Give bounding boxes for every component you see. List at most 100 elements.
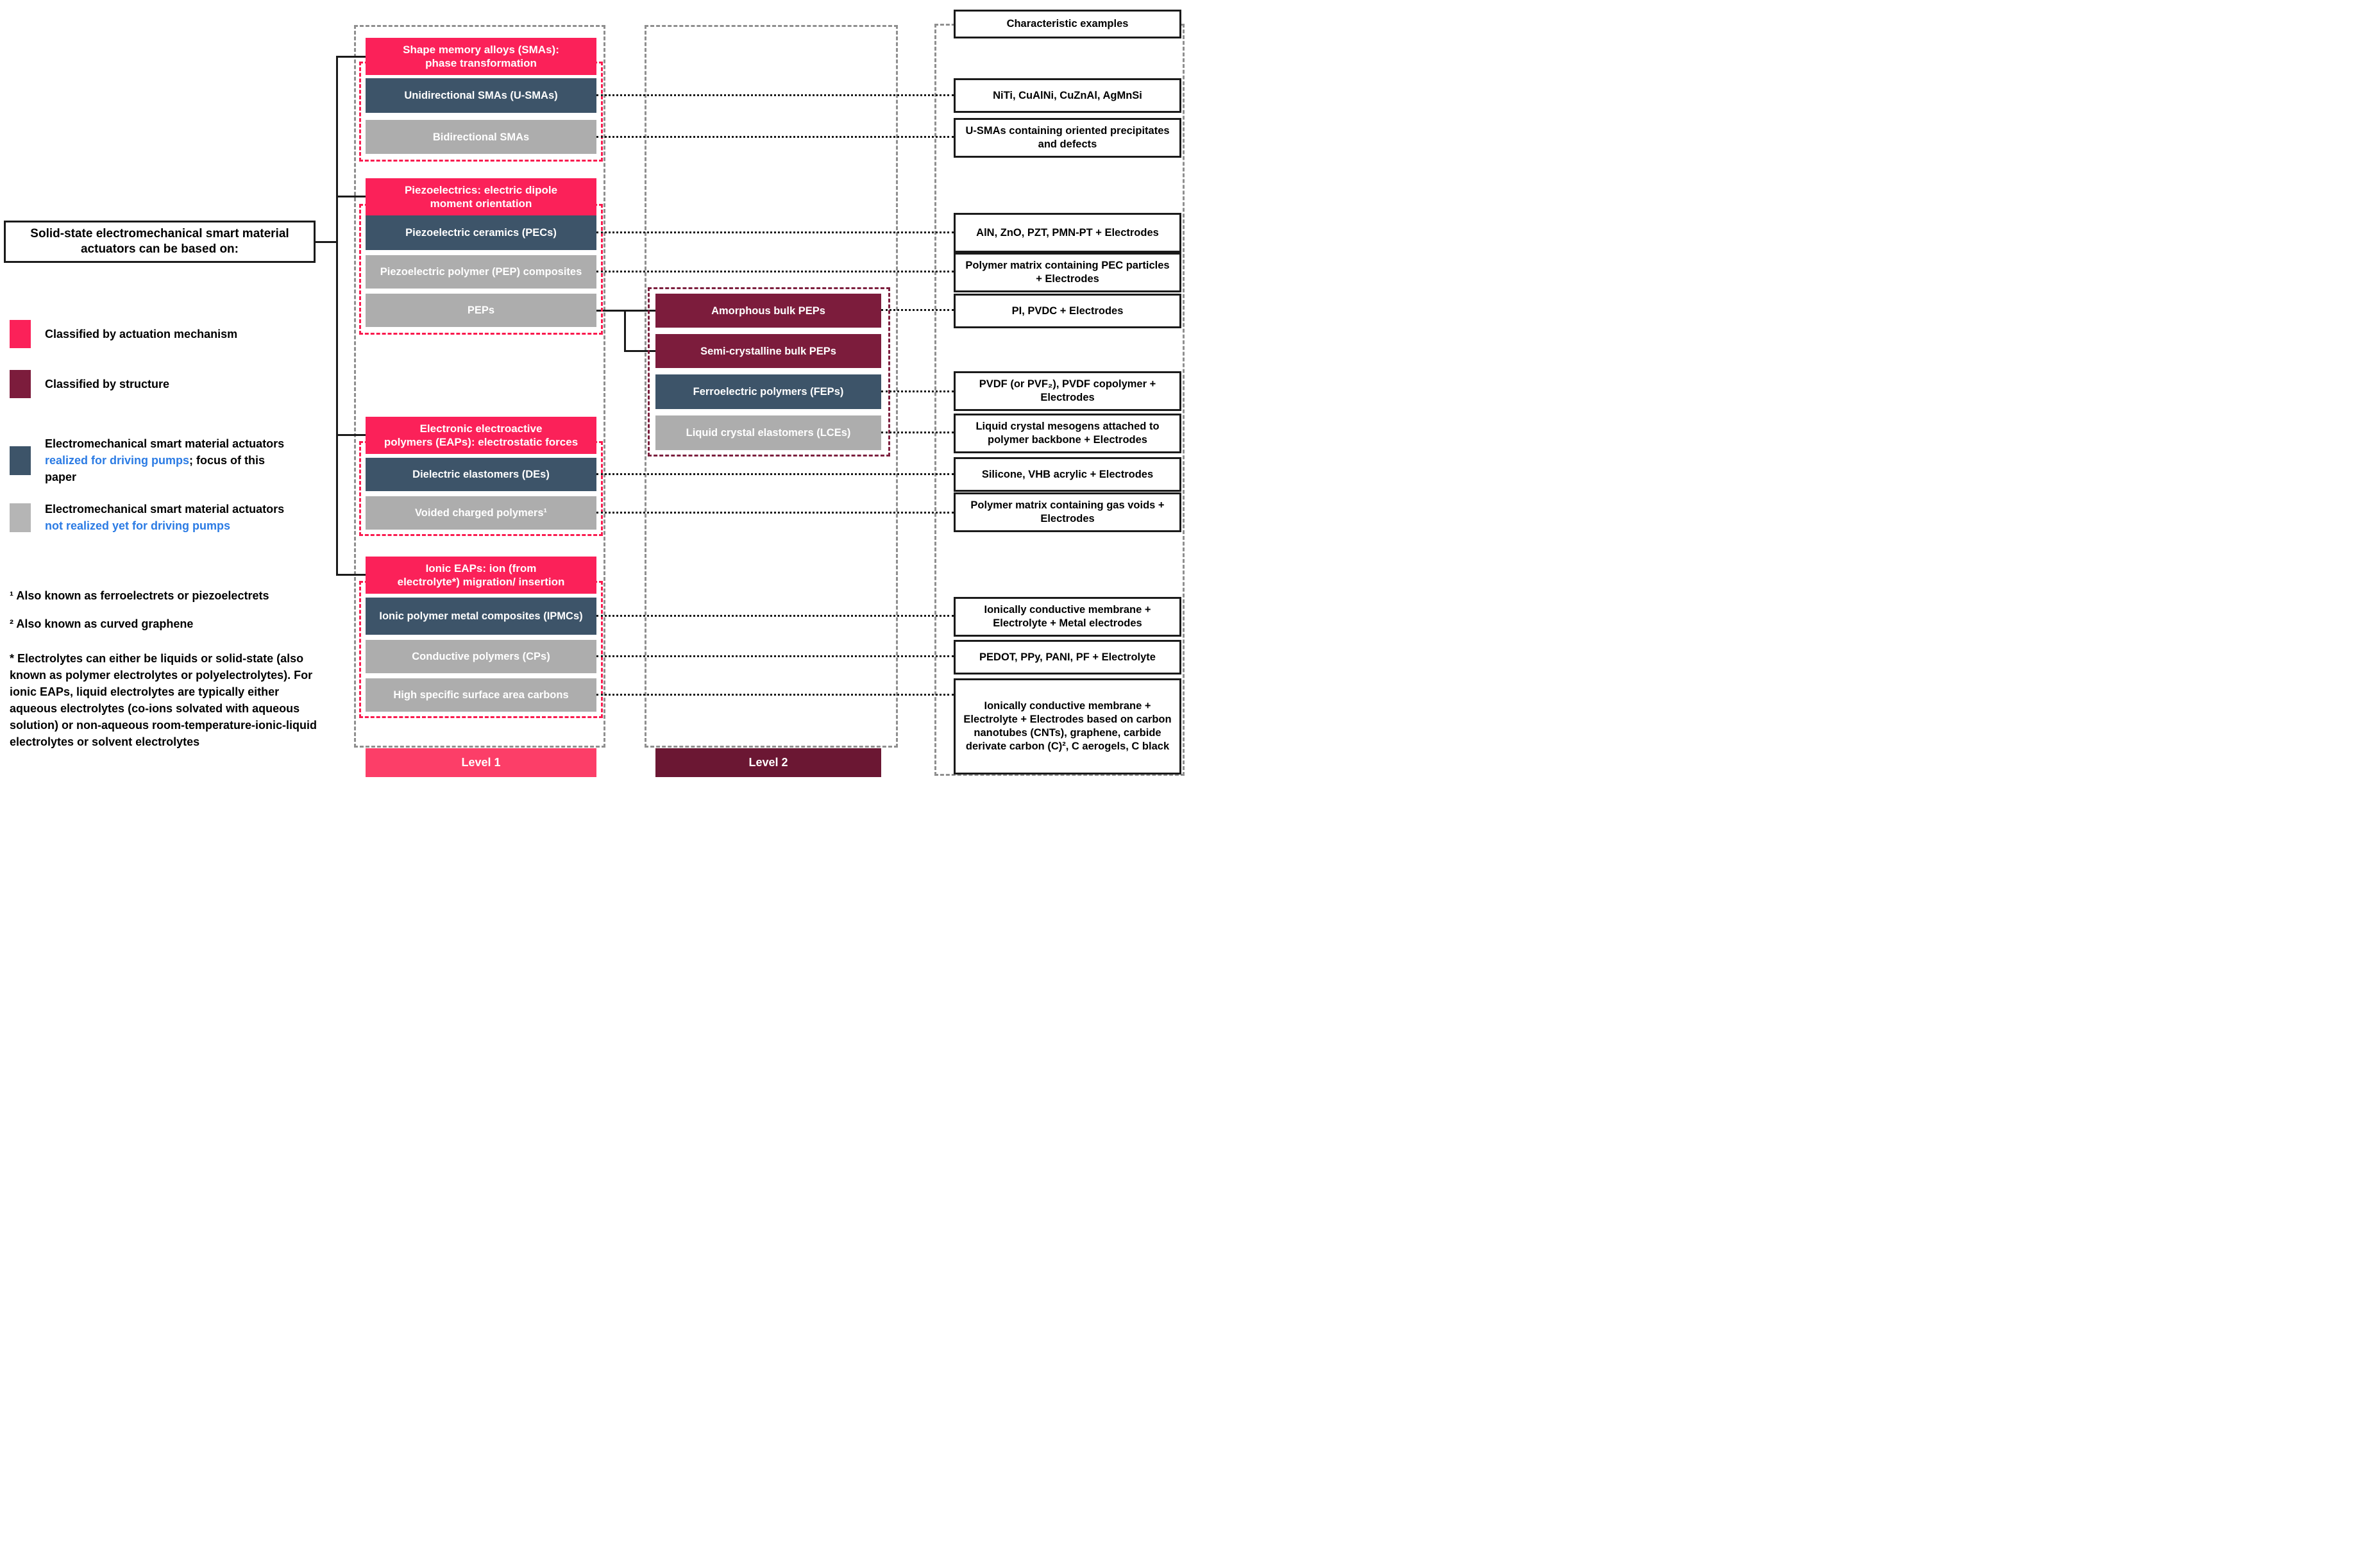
connector-branch-ionic — [338, 574, 366, 576]
node-pep-composites-text: Piezoelectric polymer (PEP) composites — [380, 266, 582, 278]
example-aln-zno-text: AlN, ZnO, PZT, PMN-PT + Electrodes — [976, 226, 1159, 239]
header-smas-text: Shape memory alloys (SMAs):phase transfo… — [403, 43, 559, 70]
legend-label-structure: Classified by structure — [45, 376, 346, 392]
node-unidirectional-smas: Unidirectional SMAs (U-SMAs) — [366, 78, 596, 113]
node-lces-text: Liquid crystal elastomers (LCEs) — [686, 427, 851, 439]
legend-swatch-realized — [10, 446, 31, 475]
node-liquid-crystal-elastomers: Liquid crystal elastomers (LCEs) — [655, 415, 881, 450]
header-electronic-line1: Electronic electroactive — [419, 423, 543, 435]
node-bidirectional-smas-text: Bidirectional SMAs — [432, 131, 530, 143]
connector-peps-horizontal — [596, 310, 655, 312]
header-piezo-line2: moment orientation — [430, 197, 532, 210]
legend-label-actuation-text: Classified by actuation mechanism — [45, 328, 238, 340]
example-membrane-metal: Ionically conductive membrane + Electrol… — [954, 597, 1181, 637]
example-pvdf: PVDF (or PVF₂), PVDF copolymer + Electro… — [954, 371, 1181, 411]
legend-label-actuation: Classified by actuation mechanism — [45, 326, 346, 342]
legend-not-realized-line2: not realized yet for driving pumps — [45, 519, 231, 532]
node-pep-composites: Piezoelectric polymer (PEP) composites — [366, 255, 596, 289]
node-voided-charged-polymers: Voided charged polymers¹ — [366, 496, 596, 530]
header-electronic-line2: polymers (EAPs): electrostatic forces — [384, 436, 578, 448]
node-ipmcs-text: Ionic polymer metal composites (IPMCs) — [379, 610, 583, 622]
example-pedot-text: PEDOT, PPy, PANI, PF + Electrolyte — [979, 651, 1156, 663]
legend-not-realized-line1: Electromechanical smart material actuato… — [45, 503, 285, 515]
example-niti-text: NiTi, CuAlNi, CuZnAl, AgMnSi — [993, 89, 1142, 101]
examples-header: Characteristic examples — [954, 10, 1181, 38]
leader-pecs-aln — [596, 231, 954, 233]
level2-label-text: Level 2 — [748, 756, 788, 769]
node-semicrystalline-text: Semi-crystalline bulk PEPs — [700, 345, 836, 357]
legend-label-structure-text: Classified by structure — [45, 378, 170, 390]
node-cps-text: Conductive polymers (CPs) — [412, 651, 550, 662]
connector-branch-piezo — [338, 196, 366, 197]
level1-label-text: Level 1 — [461, 756, 501, 769]
footnote-electrolytes: * Electrolytes can either be liquids or … — [10, 652, 317, 748]
legend-realized-line3: paper — [45, 471, 77, 483]
leader-usmas-niti — [596, 94, 954, 96]
example-mesogens-text: Liquid crystal mesogens attached to poly… — [975, 421, 1160, 446]
header-smas-line1: Shape memory alloys (SMAs): — [403, 44, 559, 56]
example-silicone-vhb: Silicone, VHB acrylic + Electrodes — [954, 457, 1181, 492]
node-unidirectional-smas-text: Unidirectional SMAs (U-SMAs) — [404, 90, 558, 101]
header-ionic-line1: Ionic EAPs: ion (from — [425, 562, 537, 574]
connector-peps-vertical — [624, 310, 626, 352]
root-title-box: Solid-state electromechanical smart mate… — [4, 221, 316, 263]
header-smas-line2: phase transformation — [425, 57, 537, 69]
leader-pep-composites-matrix — [596, 271, 954, 272]
node-vcp-text: Voided charged polymers¹ — [415, 507, 547, 519]
level1-label: Level 1 — [366, 748, 596, 777]
example-pvdf-text: PVDF (or PVF₂), PVDF copolymer + Electro… — [979, 378, 1156, 403]
example-pedot: PEDOT, PPy, PANI, PF + Electrolyte — [954, 640, 1181, 675]
leader-carbons-membrane — [596, 694, 954, 696]
legend-swatch-actuation — [10, 320, 31, 348]
root-title-text: Solid-state electromechanical smart mate… — [30, 227, 289, 256]
leader-cps-pedot — [596, 655, 954, 657]
connector-branch-electronic — [338, 434, 366, 436]
examples-header-text: Characteristic examples — [1006, 18, 1129, 29]
example-niti: NiTi, CuAlNi, CuZnAl, AgMnSi — [954, 78, 1181, 113]
example-usmas-precipitates: U-SMAs containing oriented precipitates … — [954, 118, 1181, 158]
classification-diagram: Solid-state electromechanical smart mate… — [0, 0, 1190, 783]
leader-des-silicone — [596, 473, 954, 475]
legend-swatch-structure — [10, 370, 31, 398]
node-ferroelectric-polymers: Ferroelectric polymers (FEPs) — [655, 374, 881, 409]
connector-title-horizontal — [316, 241, 338, 243]
node-des-text: Dielectric elastomers (DEs) — [412, 469, 550, 480]
legend-realized-line2-black: ; focus of this — [189, 454, 266, 467]
node-amorphous-bulk-peps: Amorphous bulk PEPs — [655, 294, 881, 328]
node-high-surface-carbons: High specific surface area carbons — [366, 678, 596, 712]
node-dielectric-elastomers: Dielectric elastomers (DEs) — [366, 458, 596, 491]
example-gas-voids: Polymer matrix containing gas voids + El… — [954, 492, 1181, 532]
header-smas: Shape memory alloys (SMAs):phase transfo… — [366, 38, 596, 75]
node-conductive-polymers: Conductive polymers (CPs) — [366, 640, 596, 673]
level2-label: Level 2 — [655, 748, 881, 777]
connector-branch-smas — [338, 56, 366, 58]
node-carbons-text: High specific surface area carbons — [393, 689, 569, 701]
legend-realized-line2-blue: realized for driving pumps — [45, 454, 190, 467]
legend-label-realized: Electromechanical smart material actuato… — [45, 435, 353, 485]
node-piezoelectric-ceramics: Piezoelectric ceramics (PECs) — [366, 215, 596, 250]
leader-vcp-gasvoids — [596, 512, 954, 514]
connector-trunk — [336, 56, 338, 576]
leader-bidirectional-usmas-example — [596, 136, 954, 138]
legend-label-not-realized: Electromechanical smart material actuato… — [45, 501, 353, 534]
footnote-1: ¹ Also known as ferroelectrets or piezoe… — [10, 589, 269, 602]
leader-ipmcs-membrane — [596, 615, 954, 617]
example-mesogens: Liquid crystal mesogens attached to poly… — [954, 414, 1181, 453]
node-peps-text: PEPs — [467, 305, 495, 316]
leader-feps-pvdf — [881, 390, 954, 392]
example-membrane-carbons-text: Ionically conductive membrane + Electrol… — [963, 700, 1172, 752]
node-amorphous-text: Amorphous bulk PEPs — [711, 305, 825, 317]
example-aln-zno: AlN, ZnO, PZT, PMN-PT + Electrodes — [954, 213, 1181, 253]
example-pi-pvdc: PI, PVDC + Electrodes — [954, 294, 1181, 328]
node-semicrystalline-bulk-peps: Semi-crystalline bulk PEPs — [655, 334, 881, 368]
example-gas-voids-text: Polymer matrix containing gas voids + El… — [970, 499, 1165, 524]
legend-swatch-not-realized — [10, 503, 31, 532]
example-silicone-vhb-text: Silicone, VHB acrylic + Electrodes — [981, 468, 1154, 480]
example-pec-particles: Polymer matrix containing PEC particles … — [954, 253, 1181, 292]
